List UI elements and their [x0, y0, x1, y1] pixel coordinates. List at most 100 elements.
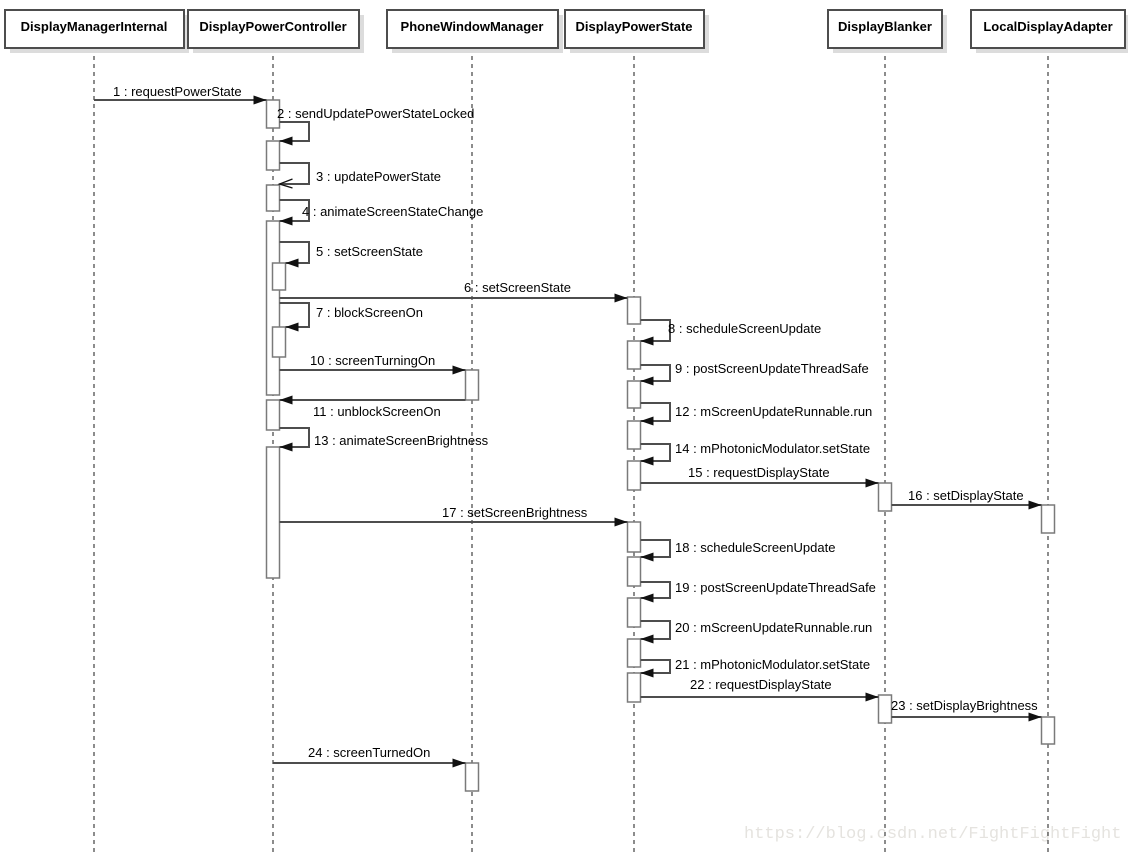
participant-label-displaypowerstate: DisplayPowerState [575, 19, 692, 34]
self-message-path [279, 302, 310, 328]
message-label: 6 : setScreenState [464, 280, 571, 295]
self-message-path [640, 402, 671, 422]
message-arrowhead [640, 552, 654, 562]
message-label: 4 : animateScreenStateChange [302, 204, 483, 219]
activation-bar [626, 638, 642, 668]
activation-bar [464, 369, 480, 401]
participant-label-displayblanker: DisplayBlanker [838, 19, 932, 34]
activation-bar [626, 340, 642, 370]
message-arrowhead [865, 692, 879, 702]
activation-bar [265, 446, 281, 579]
activation-bar [626, 380, 642, 409]
message-arrowhead [640, 456, 654, 466]
activation-bar [265, 220, 281, 396]
message-arrowhead [640, 668, 654, 678]
message-arrowhead [640, 416, 654, 426]
message-arrowhead [279, 136, 293, 146]
activation-bar [265, 399, 281, 431]
message-arrowhead [614, 517, 628, 527]
message-label: 22 : requestDisplayState [690, 677, 832, 692]
self-message-path [640, 620, 671, 640]
participant-box-displaypowerstate [564, 9, 705, 49]
activation-bar [877, 694, 893, 724]
participant-label-displaymanagerinternal: DisplayManagerInternal [21, 19, 168, 34]
message-label: 20 : mScreenUpdateRunnable.run [675, 620, 872, 635]
message-label: 5 : setScreenState [316, 244, 423, 259]
message-label: 11 : unblockScreenOn [313, 404, 441, 419]
participant-label-displaypowercontroller: DisplayPowerController [199, 19, 346, 34]
message-arrowhead [640, 376, 654, 386]
message-label: 17 : setScreenBrightness [442, 505, 588, 520]
participant-box-phonewindowmanager [386, 9, 559, 49]
self-message-path [279, 162, 310, 185]
message-label: 23 : setDisplayBrightness [891, 698, 1038, 713]
message-arrowhead [1028, 712, 1042, 722]
message-open-arrowhead [277, 178, 293, 189]
message-label: 19 : postScreenUpdateThreadSafe [675, 580, 876, 595]
message-arrowhead [640, 593, 654, 603]
activation-bar [877, 482, 893, 512]
message-label: 9 : postScreenUpdateThreadSafe [675, 361, 869, 376]
activation-bar [626, 521, 642, 553]
participant-box-localdisplayadapter [970, 9, 1126, 49]
self-message-path [640, 539, 671, 558]
message-label: 16 : setDisplayState [908, 488, 1024, 503]
self-message-path [640, 659, 671, 674]
activation-bar [626, 296, 642, 325]
self-message-path [279, 427, 310, 448]
participant-label-phonewindowmanager: PhoneWindowManager [401, 19, 544, 34]
activation-bar [1040, 716, 1056, 745]
watermark-text: https://blog.csdn.net/FightFightFight [744, 825, 1121, 844]
self-message-path [640, 319, 671, 342]
activation-bar [265, 99, 281, 129]
participant-box-displayblanker [827, 9, 943, 49]
activation-bar [626, 460, 642, 491]
self-message-path [640, 581, 671, 599]
message-arrowhead [452, 365, 466, 375]
message-arrowhead [865, 478, 879, 488]
message-label: 1 : requestPowerState [113, 84, 242, 99]
message-arrowhead [279, 442, 293, 452]
message-arrowhead [253, 95, 267, 105]
activation-bar [626, 672, 642, 703]
message-arrowhead [279, 216, 293, 226]
activation-bar [271, 326, 287, 358]
activation-bar [271, 262, 287, 291]
participant-box-displaypowercontroller [187, 9, 360, 49]
self-message-path [640, 443, 671, 462]
message-arrowhead [1028, 500, 1042, 510]
message-label: 24 : screenTurnedOn [308, 745, 430, 760]
message-label: 7 : blockScreenOn [316, 305, 423, 320]
message-label: 13 : animateScreenBrightness [314, 433, 489, 448]
message-label: 10 : screenTurningOn [310, 353, 435, 368]
self-message-path [279, 199, 310, 222]
activation-bar [626, 597, 642, 628]
message-label: 15 : requestDisplayState [688, 465, 830, 480]
activation-bar [464, 762, 480, 792]
message-arrowhead [285, 322, 299, 332]
message-arrowhead [279, 395, 293, 405]
message-label: 12 : mScreenUpdateRunnable.run [675, 404, 872, 419]
self-message-path [640, 364, 671, 382]
message-label: 14 : mPhotonicModulator.setState [675, 441, 870, 456]
message-arrowhead [640, 336, 654, 346]
participant-box-displaymanagerinternal [4, 9, 185, 49]
activation-bar [626, 420, 642, 450]
participant-label-localdisplayadapter: LocalDisplayAdapter [983, 19, 1112, 34]
message-label: 8 : scheduleScreenUpdate [668, 321, 821, 336]
message-arrowhead [285, 258, 299, 268]
message-label: 18 : scheduleScreenUpdate [675, 540, 835, 555]
message-arrowhead [614, 293, 628, 303]
self-message-path [279, 241, 310, 264]
message-label: 21 : mPhotonicModulator.setState [675, 657, 870, 672]
activation-bar [265, 184, 281, 212]
activation-bar [1040, 504, 1056, 534]
message-label: 3 : updatePowerState [316, 169, 441, 184]
message-label: 2 : sendUpdatePowerStateLocked [277, 106, 474, 121]
message-arrowhead [640, 634, 654, 644]
activation-bar [265, 140, 281, 171]
self-message-path [279, 121, 310, 142]
message-arrowhead [452, 758, 466, 768]
